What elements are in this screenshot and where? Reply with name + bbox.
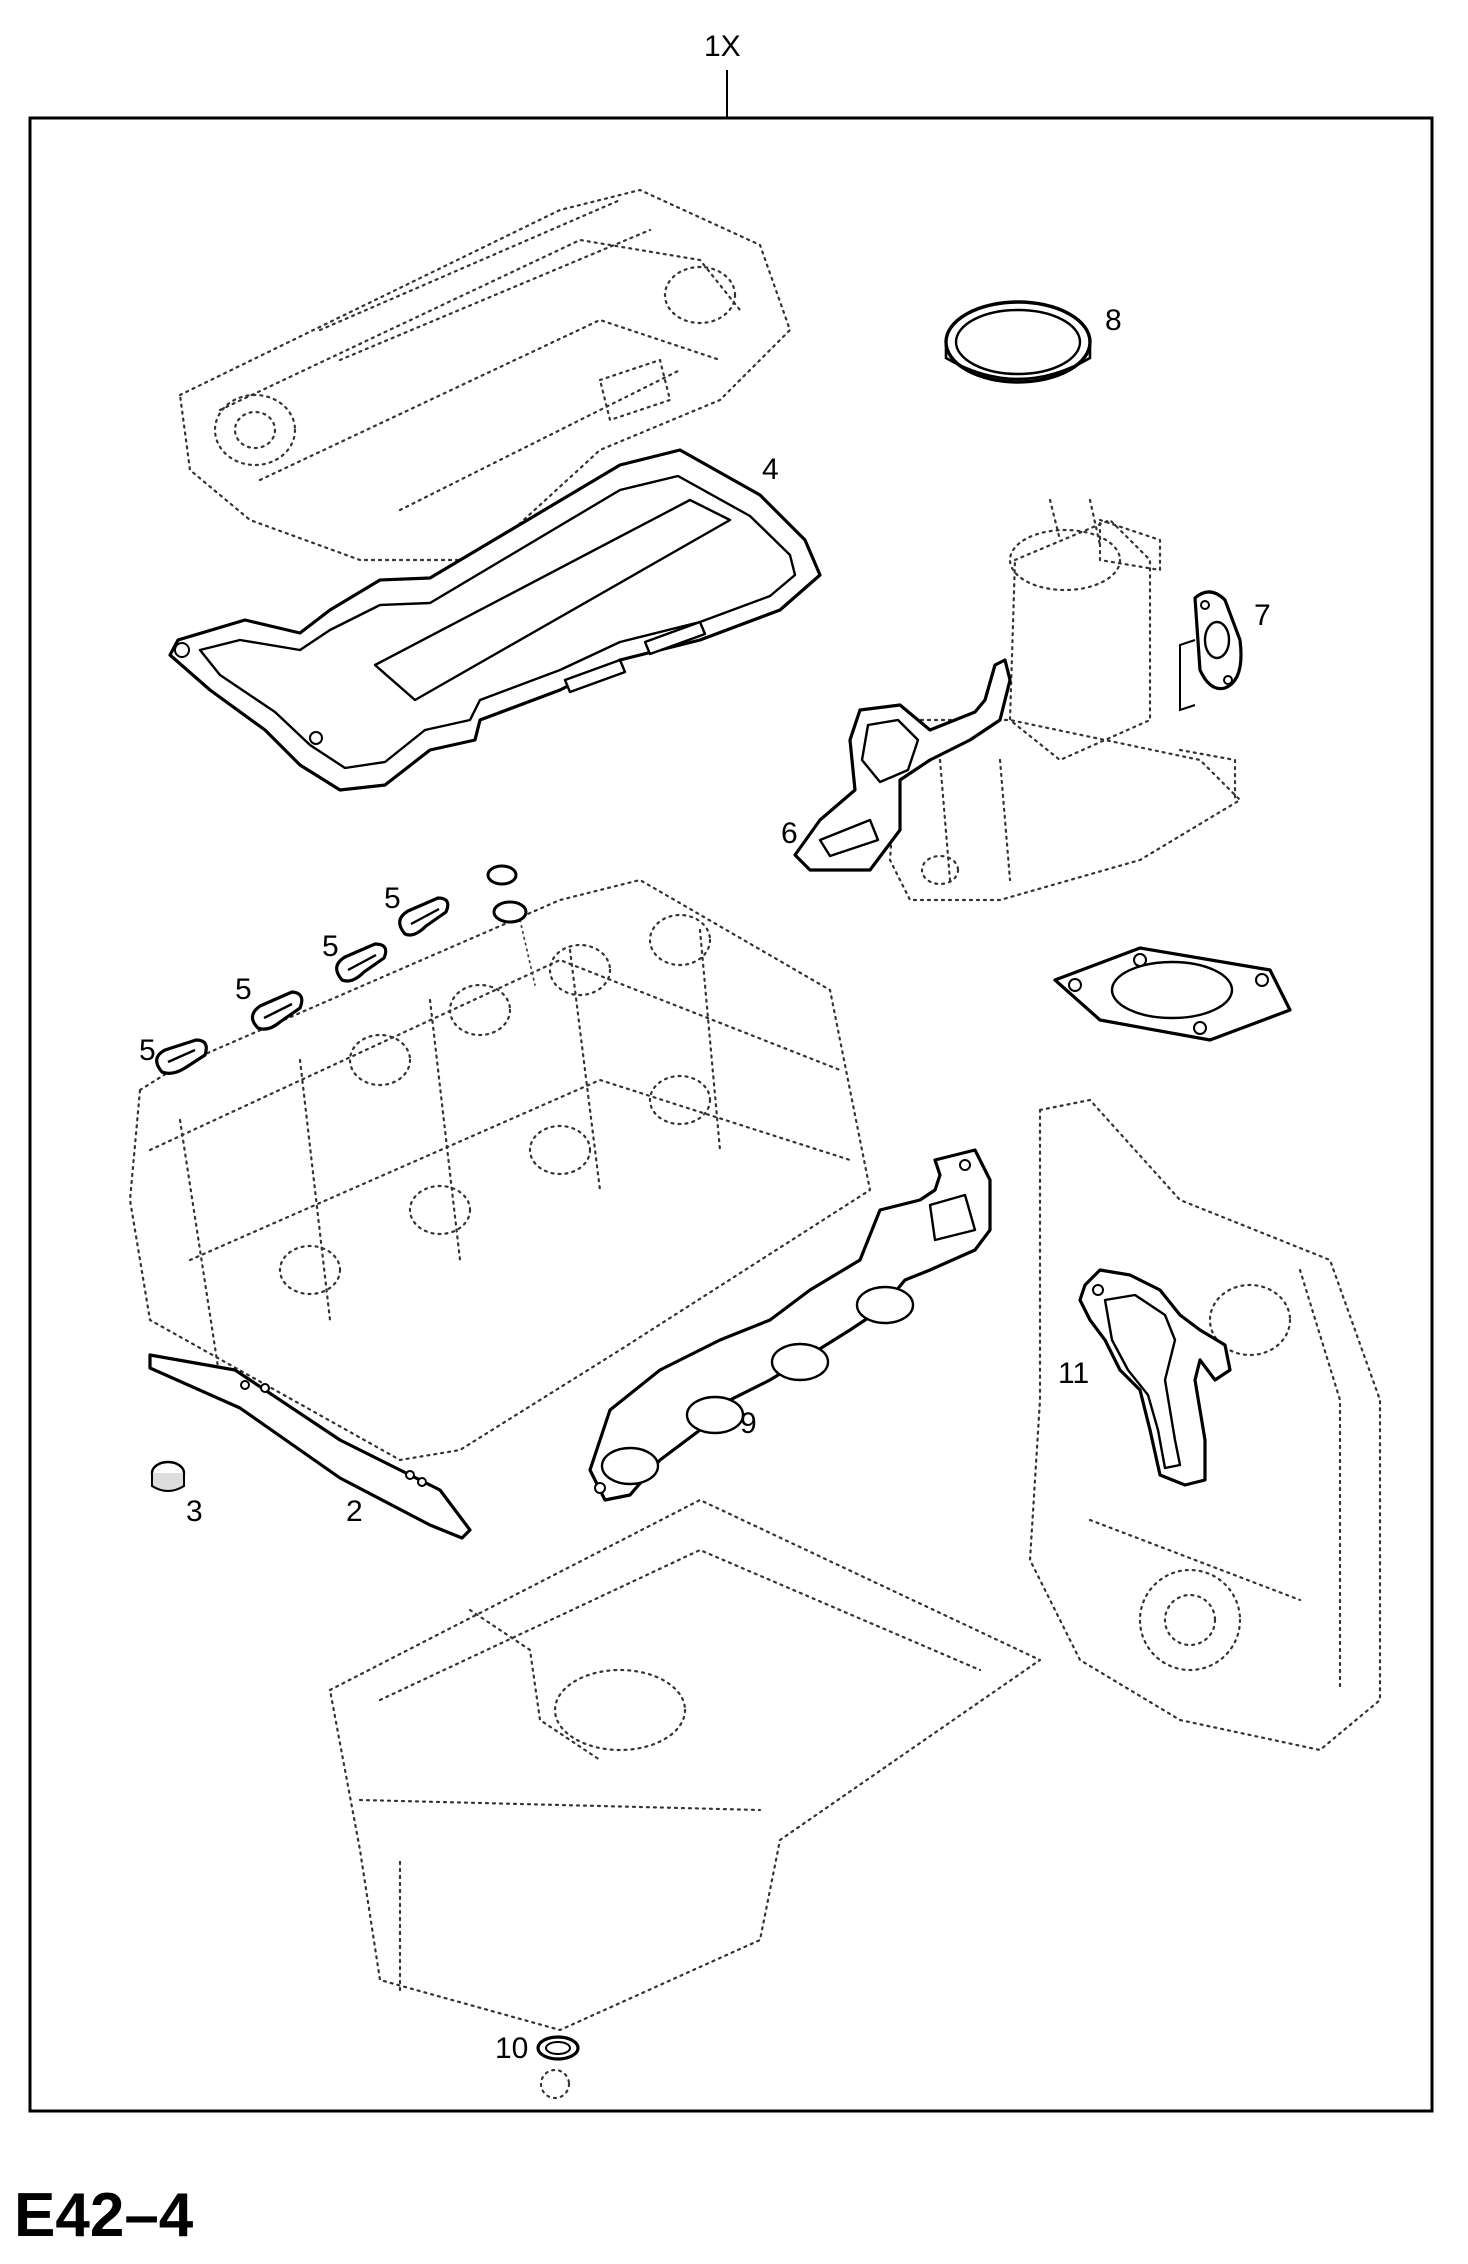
part-7-flange-gasket <box>1179 590 1243 712</box>
diagram-frame <box>28 116 1434 2113</box>
camshaft-cover-outline <box>178 188 792 562</box>
part-4-camshaft-cover-gasket <box>168 448 822 792</box>
part-3-plug <box>150 1460 186 1492</box>
part-11-water-pump-gasket <box>1078 1268 1232 1487</box>
part-10-o-ring <box>536 2035 580 2061</box>
callout-4: 4 <box>762 453 779 486</box>
callout-7: 7 <box>1254 599 1271 632</box>
callout-3: 3 <box>186 1495 203 1528</box>
callout-11: 11 <box>1058 1357 1089 1390</box>
callout-10: 10 <box>495 2032 528 2065</box>
part-5-injector-seal-4 <box>398 896 450 937</box>
part-5-injector-seal-2 <box>250 990 304 1031</box>
timing-cover-outline <box>1028 1098 1382 1752</box>
callout-5-a: 5 <box>139 1034 156 1067</box>
page-code: E42–4 <box>14 2181 194 2250</box>
part-6-egr-gasket <box>793 658 1012 872</box>
seal-washer-pair <box>486 864 528 924</box>
oil-pan-outline <box>328 1498 1042 2100</box>
egr-valve-outline <box>888 498 1242 902</box>
callout-6: 6 <box>781 817 798 850</box>
callout-5-d: 5 <box>384 882 401 915</box>
callout-2: 2 <box>346 1495 363 1528</box>
callout-5-b: 5 <box>235 973 252 1006</box>
assembly-label: 1X <box>704 30 741 63</box>
part-8-sealing-ring <box>944 300 1092 384</box>
callout-5-c: 5 <box>322 930 339 963</box>
part-9-exhaust-manifold-gasket <box>588 1148 992 1502</box>
part-5-injector-seal-3 <box>335 942 388 983</box>
throttle-flange-gasket <box>1053 946 1292 1042</box>
part-5-injector-seal-1 <box>155 1038 208 1075</box>
callout-8: 8 <box>1105 304 1122 337</box>
cylinder-head-outline <box>128 878 872 1462</box>
callout-9: 9 <box>740 1407 757 1440</box>
part-2-cylinder-head-gasket <box>148 1353 472 1540</box>
